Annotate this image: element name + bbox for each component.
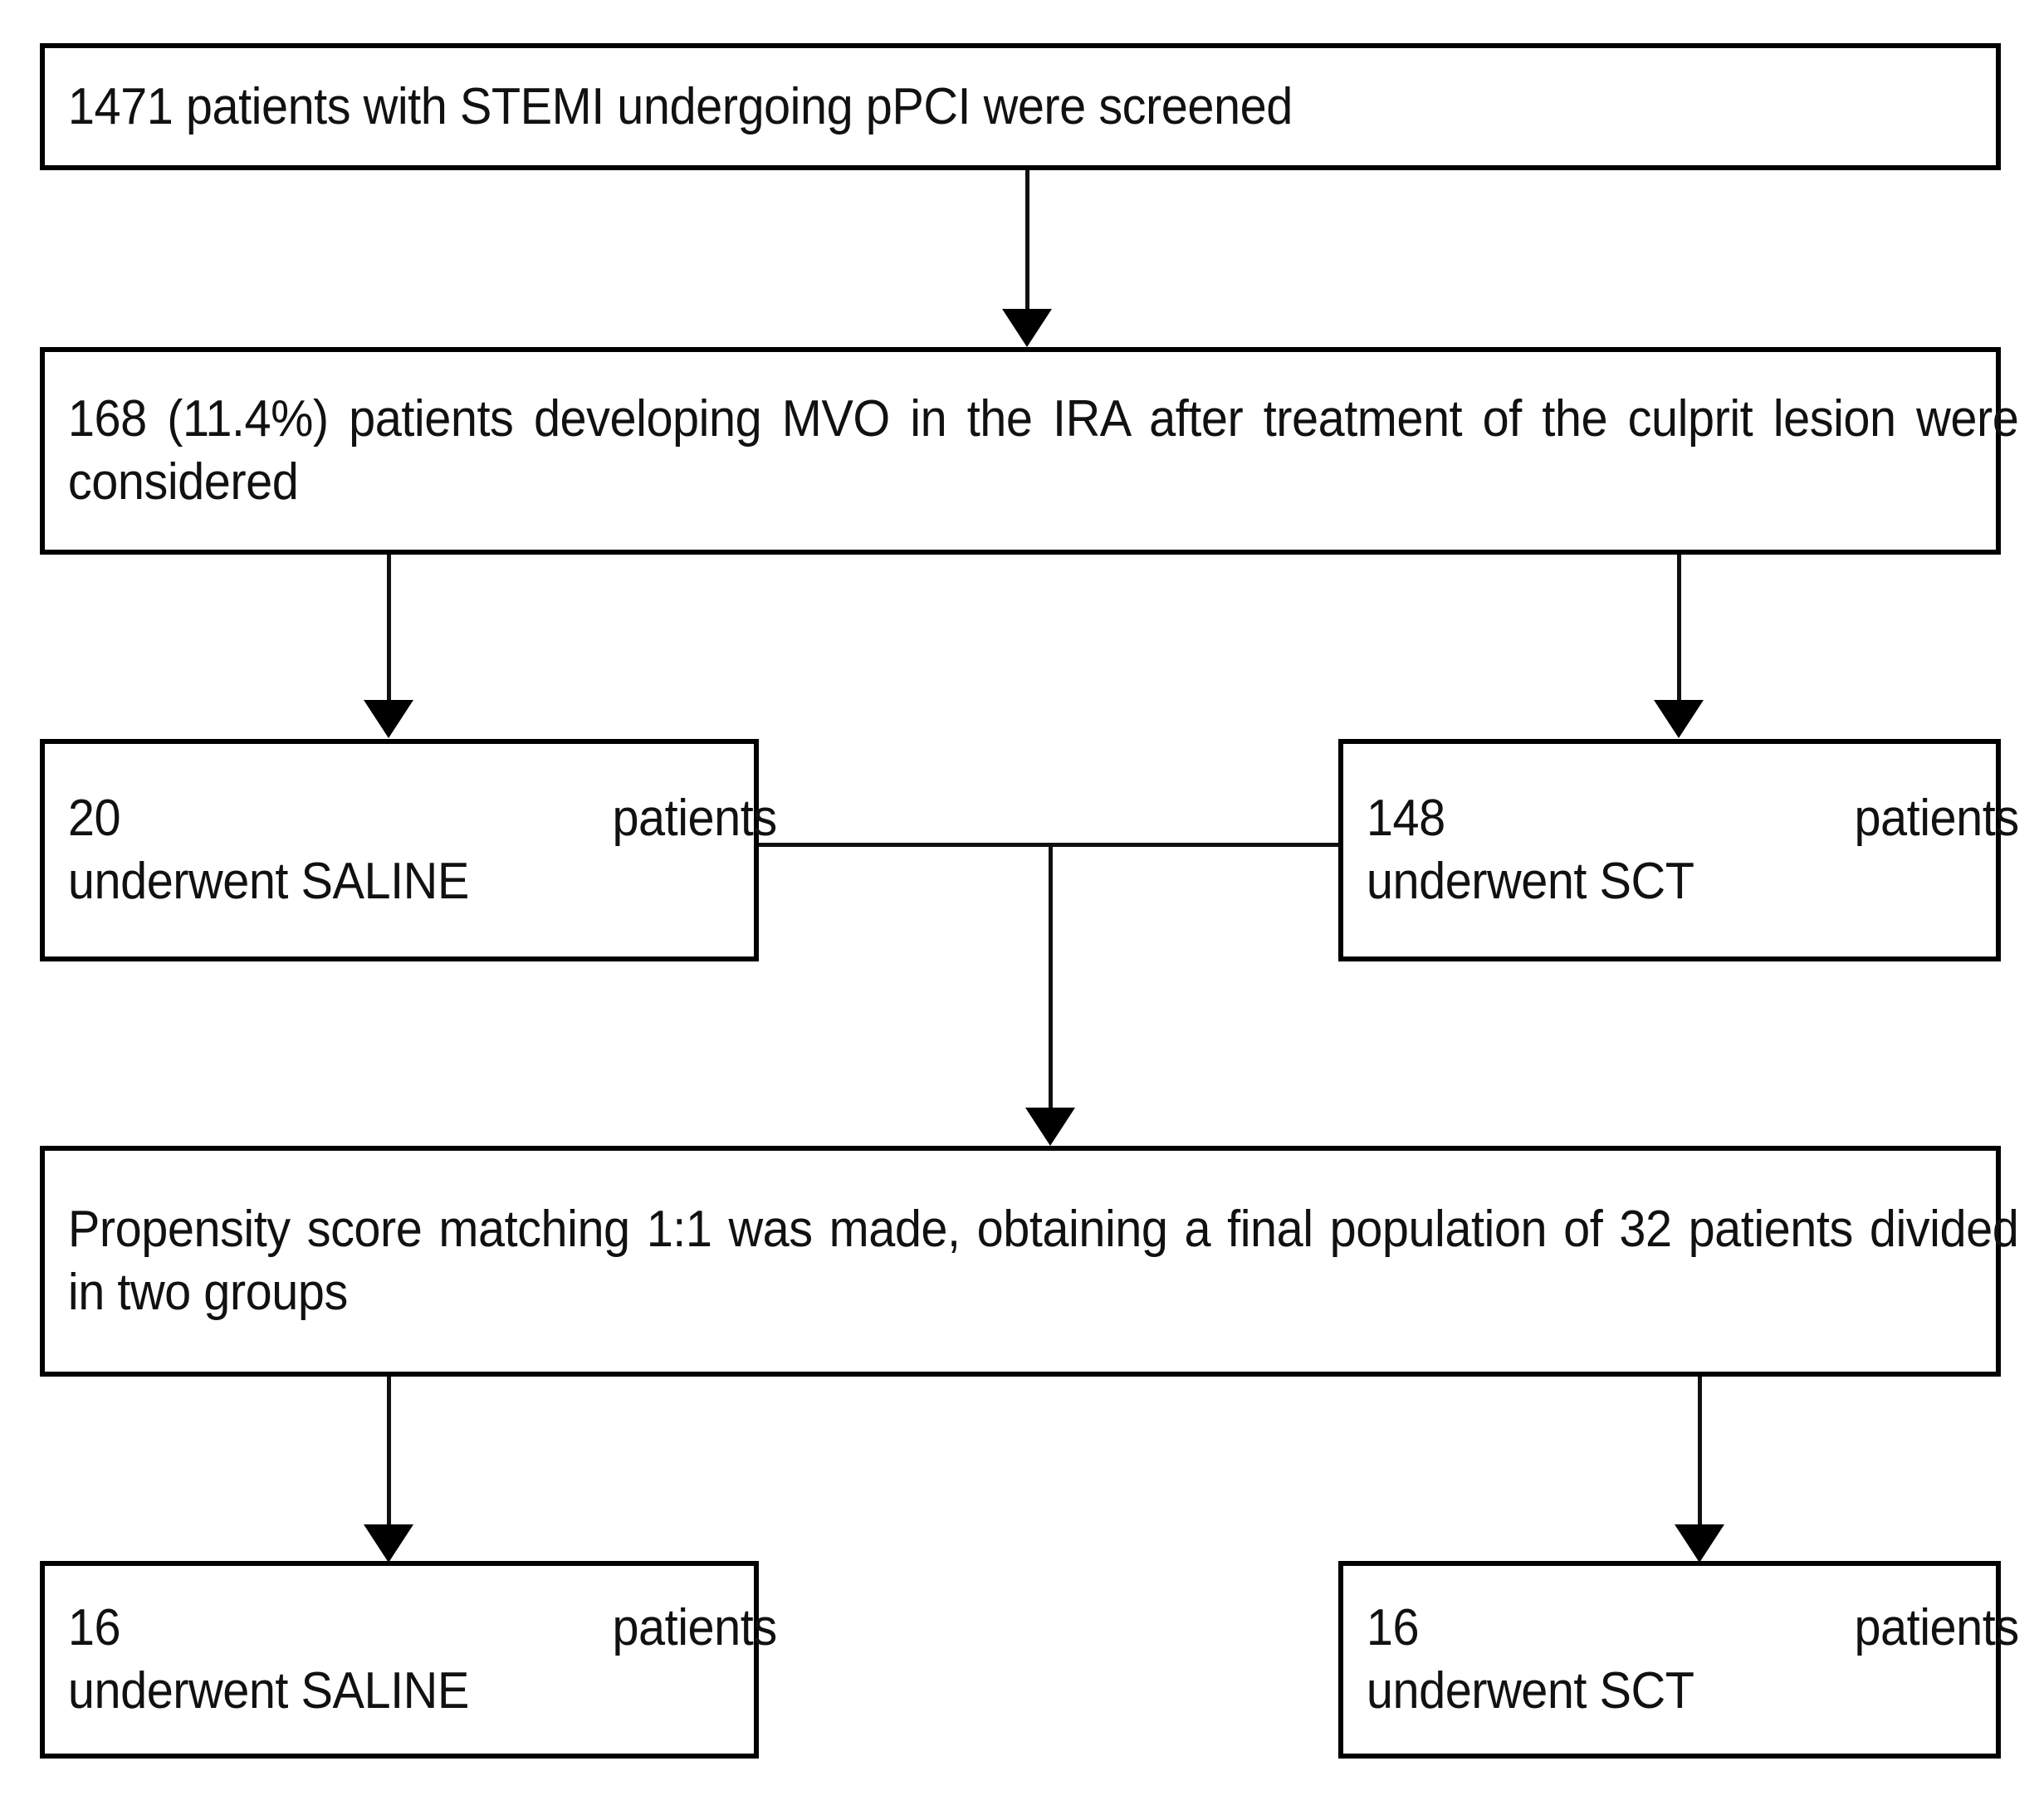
flow-node-psm-label: Propensity score matching 1:1 was made, … bbox=[67, 1201, 2032, 1321]
flow-node-saline-20-line2: underwent SALINE bbox=[67, 853, 469, 910]
edge-mvo-to-saline20-arrowhead bbox=[364, 700, 413, 738]
edge-psm-to-sct16-line bbox=[1698, 1377, 1702, 1529]
edge-groups-to-psm-line bbox=[1049, 844, 1053, 1112]
flow-node-sct-148-line1: 148 patients bbox=[1343, 787, 2042, 850]
flow-node-sct-16-count: 16 bbox=[1366, 1599, 1420, 1657]
flow-node-psm: Propensity score matching 1:1 was made, … bbox=[40, 1146, 2019, 1377]
flow-node-sct-148-line2: underwent SCT bbox=[1366, 853, 1694, 910]
flow-node-saline-16: 16 patients underwent SALINE bbox=[40, 1561, 777, 1759]
edge-screened-to-mvo-line bbox=[1025, 170, 1029, 313]
flow-node-sct-148-count: 148 bbox=[1366, 790, 1445, 848]
flow-node-sct-148-unit: patients bbox=[1854, 790, 2019, 848]
flow-node-mvo-label: 168 (11.4%) patients developing MVO in t… bbox=[67, 390, 2032, 511]
edge-groups-to-psm-arrowhead bbox=[1025, 1108, 1075, 1146]
flow-node-screened: 1471 patients with STEMI undergoing pPCI… bbox=[40, 43, 2001, 170]
flow-node-saline-20-unit: patients bbox=[612, 790, 777, 848]
flow-node-saline-20: 20 patients underwent SALINE bbox=[40, 739, 777, 961]
flow-node-screened-label: 1471 patients with STEMI undergoing pPCI… bbox=[67, 77, 1293, 135]
flow-node-saline-20-line1: 20 patients bbox=[45, 787, 800, 850]
flow-node-saline-20-count: 20 bbox=[67, 790, 121, 848]
flow-node-saline-16-unit: patients bbox=[612, 1599, 777, 1657]
edge-mvo-to-sct148-line bbox=[1677, 555, 1681, 704]
edge-screened-to-mvo-arrowhead bbox=[1002, 309, 1052, 347]
flow-node-sct-16: 16 patients underwent SCT bbox=[1338, 1561, 2019, 1759]
flow-node-sct-148: 148 patients underwent SCT bbox=[1338, 739, 2019, 961]
flow-node-sct-16-line2: underwent SCT bbox=[1366, 1662, 1694, 1720]
flow-node-mvo: 168 (11.4%) patients developing MVO in t… bbox=[40, 347, 2019, 555]
flow-node-saline-16-line2: underwent SALINE bbox=[67, 1662, 469, 1720]
edge-mvo-to-sct148-arrowhead bbox=[1654, 700, 1704, 738]
flow-node-sct-16-line1: 16 patients bbox=[1343, 1597, 2042, 1660]
flow-node-saline-16-line1: 16 patients bbox=[45, 1597, 800, 1660]
flow-node-sct-16-unit: patients bbox=[1854, 1599, 2019, 1657]
edge-psm-to-saline16-arrowhead bbox=[364, 1524, 413, 1563]
flow-node-saline-16-count: 16 bbox=[67, 1599, 121, 1657]
edge-mvo-to-saline20-line bbox=[387, 555, 391, 704]
edge-psm-to-saline16-line bbox=[387, 1377, 391, 1529]
edge-psm-to-sct16-arrowhead bbox=[1675, 1524, 1724, 1563]
